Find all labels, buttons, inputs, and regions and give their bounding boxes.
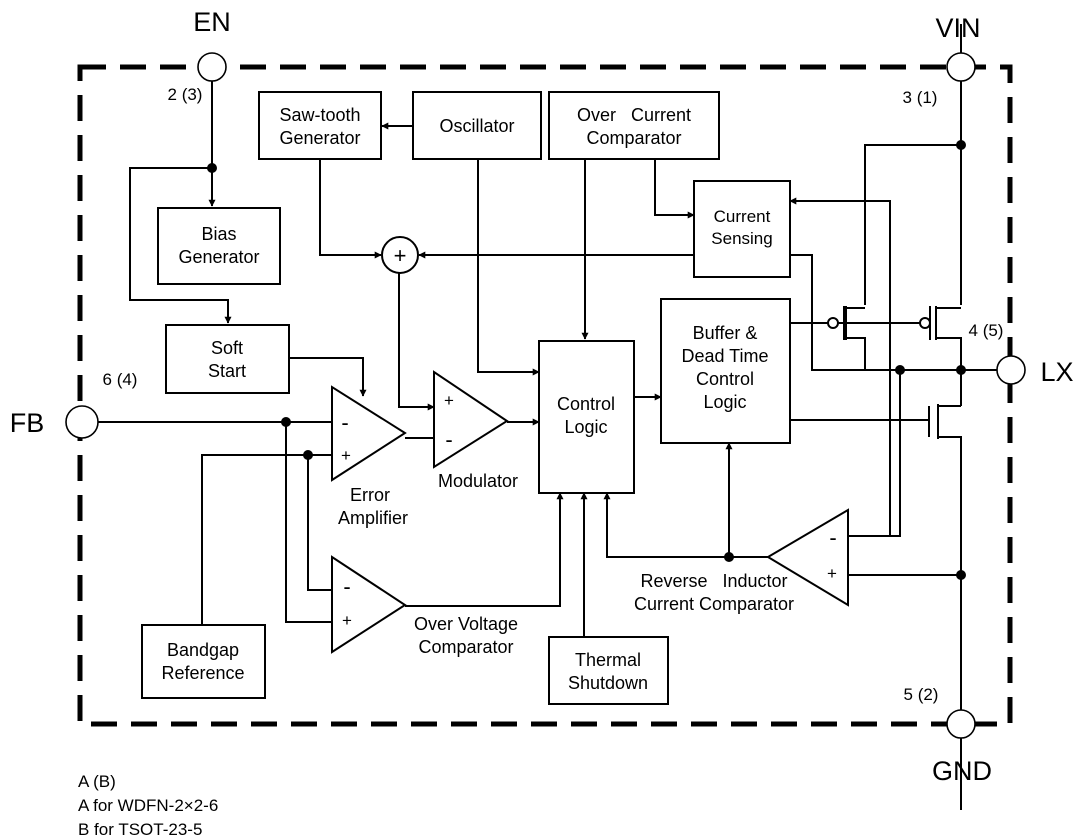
svg-text:VIN: VIN <box>935 13 980 43</box>
soft-start-block: Soft Start <box>165 324 290 394</box>
svg-text:B for TSOT-23-5: B for TSOT-23-5 <box>78 820 202 839</box>
pin-fb: FB 6 (4) <box>10 370 138 439</box>
svg-text:6 (4): 6 (4) <box>103 370 138 389</box>
high-side-gate-bubble <box>919 317 931 329</box>
svg-text:-: - <box>445 427 452 452</box>
svg-text:Logic: Logic <box>564 417 607 437</box>
package-footnote: A (B) A for WDFN-2×2-6 B for TSOT-23-5 <box>78 772 218 839</box>
svg-text:Current: Current <box>714 207 771 226</box>
pin-gnd: GND 5 (2) <box>904 685 992 786</box>
svg-text:Reverse Inductor: Reverse Inductor <box>640 571 787 591</box>
svg-text:3 (1): 3 (1) <box>903 88 938 107</box>
current-sensing-block: Current Sensing <box>693 180 791 278</box>
svg-text:A for WDFN-2×2-6: A for WDFN-2×2-6 <box>78 796 218 815</box>
svg-text:Generator: Generator <box>279 128 360 148</box>
reverse-inductor-current-comparator: - + Reverse Inductor Current Comparator <box>634 508 849 614</box>
svg-text:5 (2): 5 (2) <box>904 685 939 704</box>
buffer-dead-time-control-block: Buffer & Dead Time Control Logic <box>660 298 791 444</box>
svg-text:-: - <box>343 574 350 599</box>
svg-text:GND: GND <box>932 756 992 786</box>
svg-text:Logic: Logic <box>703 392 746 412</box>
svg-text:FB: FB <box>10 408 45 438</box>
svg-text:Modulator: Modulator <box>438 471 518 491</box>
sawtooth-generator-block: Saw-tooth Generator <box>258 91 382 160</box>
svg-text:+: + <box>444 391 454 410</box>
junction-dots <box>207 140 966 580</box>
bias-generator-block: Bias Generator <box>157 207 281 285</box>
thermal-shutdown-block: Thermal Shutdown <box>548 636 669 705</box>
svg-text:-: - <box>341 410 348 435</box>
error-amplifier: - + Error Amplifier <box>331 385 408 528</box>
svg-text:Bias: Bias <box>201 224 236 244</box>
svg-text:-: - <box>829 525 836 550</box>
sense-fet-gate-bubble <box>827 317 839 329</box>
svg-text:+: + <box>827 564 837 583</box>
svg-text:2 (3): 2 (3) <box>168 85 203 104</box>
svg-text:Amplifier: Amplifier <box>338 508 408 528</box>
svg-text:4 (5): 4 (5) <box>969 321 1004 340</box>
svg-text:Reference: Reference <box>161 663 244 683</box>
control-logic-block: Control Logic <box>538 340 635 494</box>
over-voltage-comparator: - + Over Voltage Comparator <box>331 555 518 657</box>
svg-text:Saw-tooth: Saw-tooth <box>279 105 360 125</box>
svg-text:Error: Error <box>350 485 390 505</box>
svg-text:EN: EN <box>193 7 231 37</box>
ic-boundary <box>77 64 1013 727</box>
oscillator-block: Oscillator <box>412 91 542 160</box>
svg-text:Sensing: Sensing <box>711 229 772 248</box>
svg-text:Control: Control <box>696 369 754 389</box>
svg-text:Control: Control <box>557 394 615 414</box>
svg-text:Over Current: Over Current <box>577 105 691 125</box>
svg-text:Shutdown: Shutdown <box>568 673 648 693</box>
svg-text:Thermal: Thermal <box>575 650 641 670</box>
svg-text:Buffer &: Buffer & <box>693 323 758 343</box>
svg-text:+: + <box>342 611 352 630</box>
svg-text:LX: LX <box>1040 357 1073 387</box>
over-current-comparator-block: Over Current Comparator <box>548 91 720 160</box>
svg-text:+: + <box>341 446 351 465</box>
wiring <box>98 24 1011 810</box>
svg-text:Dead Time: Dead Time <box>681 346 768 366</box>
pin-en: EN 2 (3) <box>168 7 231 104</box>
svg-text:Soft: Soft <box>211 338 243 358</box>
pin-vin: VIN 3 (1) <box>903 13 981 107</box>
svg-text:Oscillator: Oscillator <box>439 116 514 136</box>
svg-text:Comparator: Comparator <box>418 637 513 657</box>
bandgap-reference-block: Bandgap Reference <box>141 624 266 699</box>
modulator: + - Modulator <box>433 370 518 491</box>
svg-text:Current Comparator: Current Comparator <box>634 594 794 614</box>
svg-text:+: + <box>394 243 407 268</box>
pin-lx: LX 4 (5) <box>969 321 1074 387</box>
svg-text:Start: Start <box>208 361 246 381</box>
svg-text:Bandgap: Bandgap <box>167 640 239 660</box>
svg-text:Over Voltage: Over Voltage <box>414 614 518 634</box>
svg-text:Comparator: Comparator <box>586 128 681 148</box>
svg-text:A (B): A (B) <box>78 772 116 791</box>
summing-junction: + <box>381 236 419 274</box>
svg-text:Generator: Generator <box>178 247 259 267</box>
